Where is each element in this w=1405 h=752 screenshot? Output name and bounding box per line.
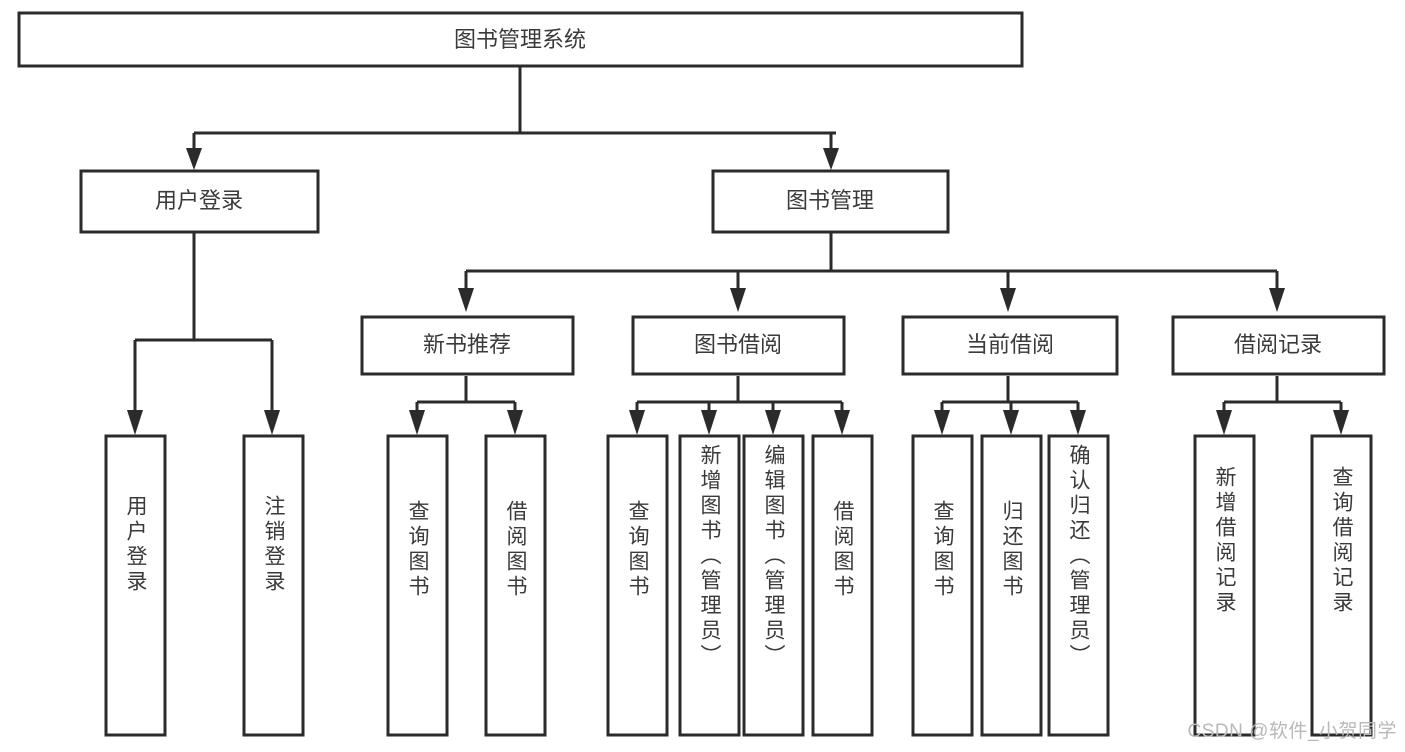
node-borrow-record-label: 借阅记录: [1234, 332, 1322, 357]
arrow-to-leaf-user-login-icon: [127, 410, 143, 435]
connectors-book-manage-to-level3: [458, 232, 1285, 312]
arrow-to-leaf-query-record-icon: [1333, 410, 1349, 435]
node-book-manage-box[interactable]: [711, 169, 950, 234]
arrow-to-user-login-icon: [186, 148, 202, 170]
arrow-to-book-borrow-icon: [730, 288, 746, 312]
leaf-user-login-box[interactable]: [104, 434, 167, 737]
node-book-borrow-box[interactable]: [631, 315, 846, 376]
arrow-to-leaf-query-book-1-icon: [409, 410, 425, 435]
arrow-to-leaf-add-book-icon: [701, 410, 717, 435]
node-book-borrow-label: 图书借阅: [694, 332, 782, 357]
arrow-to-leaf-query-book-3-icon: [934, 410, 950, 435]
node-current-borrow[interactable]: 当前借阅: [901, 315, 1119, 376]
connectors-current-borrow-to-leaves: [934, 376, 1086, 435]
leaf-confirm-return-box[interactable]: [1047, 434, 1110, 737]
arrow-to-leaf-borrow-book-1-icon: [507, 410, 523, 435]
node-new-book-recommend-box[interactable]: [360, 315, 575, 376]
leaf-add-record-box[interactable]: [1193, 434, 1256, 737]
node-book-manage[interactable]: 图书管理: [711, 169, 950, 234]
leaf-borrow-book-1-box[interactable]: [484, 434, 547, 737]
node-current-borrow-label: 当前借阅: [966, 332, 1054, 357]
leaf-logout-login-box[interactable]: [242, 434, 305, 737]
node-user-login-label: 用户登录: [155, 188, 243, 213]
leaf-query-book-2-box[interactable]: [606, 434, 669, 737]
leaf-add-book-box[interactable]: [678, 434, 741, 737]
arrow-to-new-book-icon: [458, 288, 474, 312]
node-current-borrow-box[interactable]: [901, 315, 1119, 376]
arrow-to-leaf-return-book-icon: [1003, 410, 1019, 435]
node-root[interactable]: 图书管理系统: [17, 11, 1024, 68]
csdn-watermark: CSDN @软件_小贺同学: [1187, 721, 1397, 742]
leaf-return-book-box[interactable]: [980, 434, 1043, 737]
leaf-query-book-1-box[interactable]: [386, 434, 449, 737]
arrow-to-leaf-confirm-return-icon: [1070, 410, 1086, 435]
node-book-borrow[interactable]: 图书借阅: [631, 315, 846, 376]
arrow-to-book-manage-icon: [823, 148, 839, 170]
connectors-borrow-record-to-leaves: [1216, 376, 1349, 435]
node-borrow-record[interactable]: 借阅记录: [1171, 315, 1386, 376]
leaf-edit-book-box[interactable]: [742, 434, 805, 737]
node-borrow-record-box[interactable]: [1171, 315, 1386, 376]
arrow-to-borrow-record-icon: [1269, 288, 1285, 312]
arrow-to-leaf-add-record-icon: [1216, 410, 1232, 435]
node-book-manage-label: 图书管理: [786, 188, 874, 213]
leaf-query-record-box[interactable]: [1310, 434, 1373, 737]
arrow-to-leaf-logout-icon: [264, 410, 280, 435]
arrow-to-current-borrow-icon: [1000, 288, 1016, 312]
connectors-user-login-to-leaves: [127, 232, 280, 435]
leaf-borrow-book-2-box[interactable]: [811, 434, 874, 737]
node-new-book-recommend[interactable]: 新书推荐: [360, 315, 575, 376]
connectors-new-book-to-leaves: [409, 376, 523, 435]
node-root-box[interactable]: [17, 11, 1024, 68]
connectors-book-borrow-to-leaves: [629, 376, 850, 435]
node-user-login-box[interactable]: [79, 169, 320, 234]
arrow-to-leaf-edit-book-icon: [765, 410, 781, 435]
node-user-login[interactable]: 用户登录: [79, 169, 320, 234]
arrow-to-leaf-query-book-2-icon: [629, 410, 645, 435]
node-root-label: 图书管理系统: [454, 27, 586, 52]
arrow-to-leaf-borrow-book-2-icon: [834, 410, 850, 435]
leaf-query-book-3-box[interactable]: [911, 434, 974, 737]
connectors-root-to-level2: [186, 66, 839, 170]
node-new-book-recommend-label: 新书推荐: [423, 332, 511, 357]
